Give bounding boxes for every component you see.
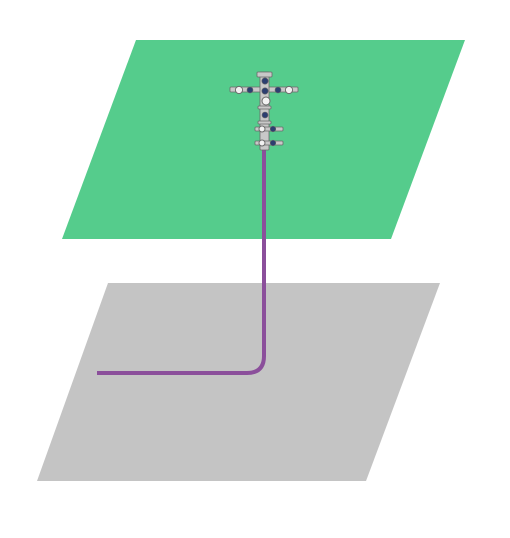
pressure-gauge-icon: [258, 139, 266, 147]
valve-icon: [261, 87, 269, 95]
valve-icon: [269, 125, 277, 133]
pressure-gauge-icon: [234, 85, 244, 95]
valve-icon: [274, 86, 282, 94]
pressure-gauge-icon: [258, 125, 266, 133]
pressure-gauge-icon: [261, 96, 271, 106]
valve-icon: [269, 139, 277, 147]
valve-icon: [261, 77, 269, 85]
valve-icon: [246, 86, 254, 94]
subsurface-plane: [37, 283, 440, 481]
christmas-tree-wellhead-icon: [229, 71, 299, 151]
wellbore-path: [97, 148, 266, 375]
pressure-gauge-icon: [284, 85, 294, 95]
valve-icon: [261, 111, 269, 119]
